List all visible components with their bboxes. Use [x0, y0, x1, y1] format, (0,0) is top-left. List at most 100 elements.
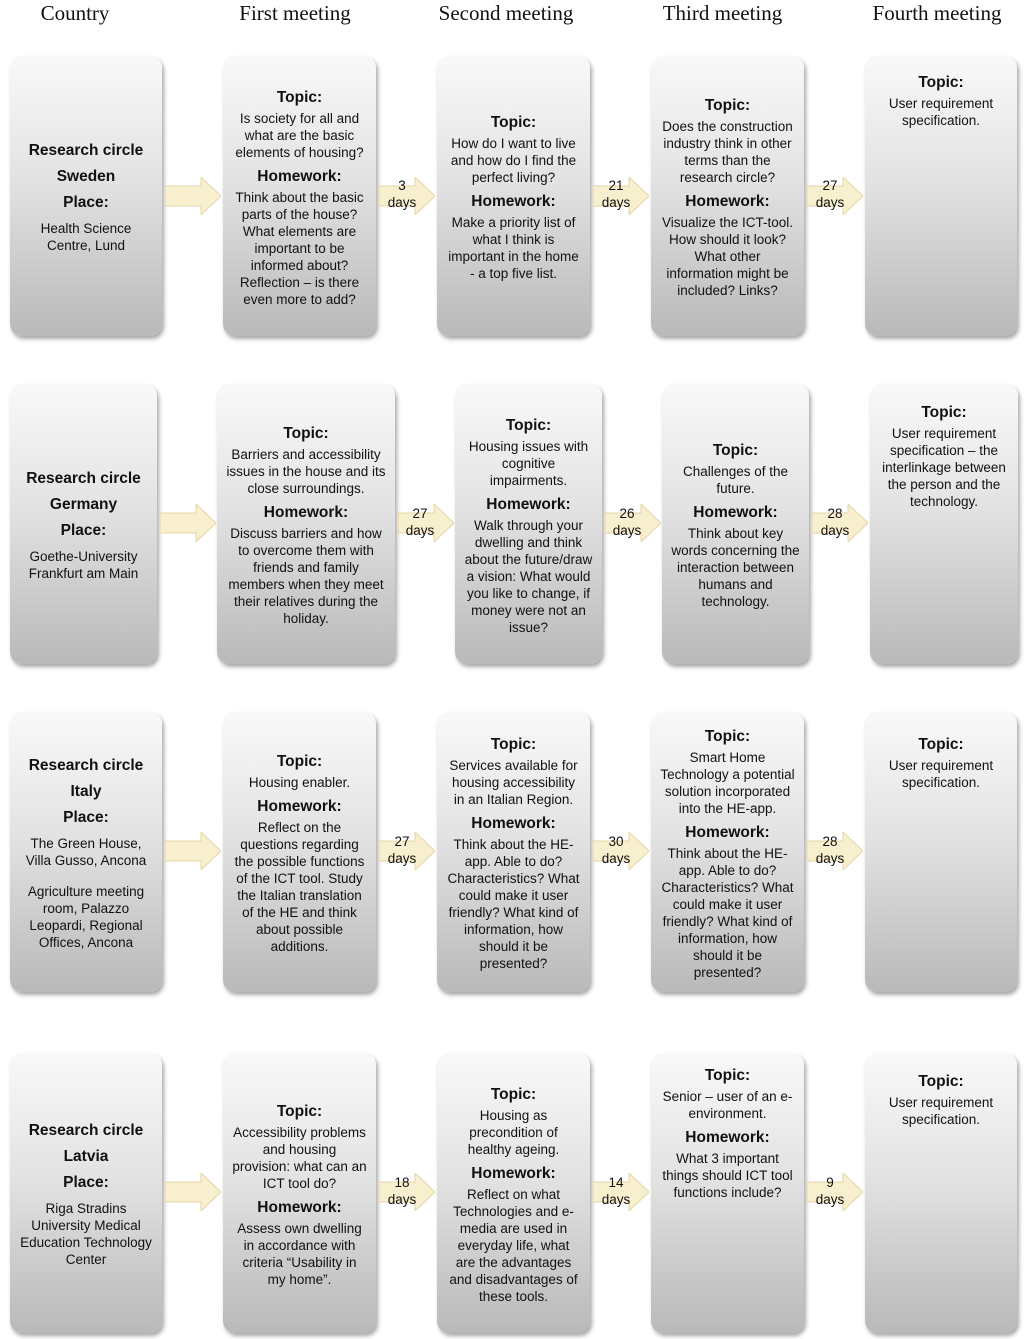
gap-label: 21 days [588, 177, 644, 211]
homework-label: Homework: [263, 504, 349, 521]
topic-label: Topic: [918, 736, 964, 753]
gap-days-unit: days [815, 195, 845, 210]
homework-label: Homework: [471, 193, 556, 210]
country-name: Germany [49, 496, 118, 513]
topic-text: Challenges of the future. [682, 464, 789, 496]
place-text: The Green House, Villa Gusso, Ancona [25, 836, 147, 868]
gap-arrow [592, 830, 650, 872]
arrow-right-icon [592, 175, 650, 217]
gap-days-unit: days [387, 851, 417, 866]
topic-label: Topic: [283, 425, 329, 442]
topic-text: User requirement specification. [888, 1095, 994, 1127]
meeting-card-sweden-1: Topic: Is society for all and what are t… [223, 56, 376, 336]
research-circle-label: Research circle [28, 757, 144, 774]
topic-text: Is society for all and what are the basi… [235, 110, 364, 160]
meeting-card-italy-1: Topic: Housing enabler. Homework: Reflec… [223, 712, 376, 992]
meeting-card-italy-2: Topic: Services available for housing ac… [437, 712, 590, 992]
homework-label: Homework: [486, 495, 571, 513]
research-circle-label: Research circle [28, 142, 144, 159]
meeting-card-germany-1: Topic: Barriers and accessibility issues… [217, 384, 395, 664]
topic-label: Topic: [276, 753, 323, 770]
topic-text: Services available for housing accessibi… [449, 758, 578, 807]
meeting-card-germany-3: Topic: Challenges of the future. Homewor… [662, 384, 809, 664]
flow-arrow [159, 502, 217, 544]
homework-text: Make a priority list of what I think is … [448, 215, 579, 281]
header-third-meeting: Third meeting [662, 1, 783, 25]
gap-label: 27 days [802, 177, 858, 211]
header-fourth-meeting: Fourth meeting [872, 1, 1002, 25]
place-text: Riga Stradins University Medical Educati… [20, 1201, 152, 1267]
gap-arrow [592, 1171, 650, 1213]
gap-arrow [378, 1171, 436, 1213]
gap-days-unit: days [601, 195, 631, 210]
homework-text: Walk through your dwelling and think abo… [464, 517, 593, 635]
meeting-card-latvia-4: Topic: User requirement specification. [865, 1053, 1017, 1333]
gap-days-number: 26 [619, 506, 635, 521]
place-label: Place: [63, 194, 109, 211]
arrow-right-icon [164, 175, 222, 217]
header-country: Country [40, 1, 110, 25]
homework-text: Visualize the ICT-tool. How should it lo… [661, 215, 794, 298]
homework-text: Think about the HE-app. Able to do? Char… [447, 837, 580, 971]
arrow-right-icon [397, 502, 455, 544]
meeting-card-germany-4: Topic: User requirement specification – … [870, 384, 1018, 664]
topic-text: Smart Home Technology a potential soluti… [660, 749, 795, 816]
gap-arrow [592, 175, 650, 217]
place-label: Place: [63, 809, 109, 826]
gap-days-number: 14 [608, 1175, 624, 1190]
arrow-right-icon [378, 830, 436, 872]
gap-days-number: 28 [822, 834, 838, 849]
topic-label: Topic: [712, 442, 759, 459]
topic-label: Topic: [505, 416, 552, 434]
gap-days-unit: days [387, 195, 417, 210]
gap-arrow [397, 502, 455, 544]
gap-days-unit: days [815, 851, 845, 866]
gap-arrow [378, 175, 436, 217]
topic-text: Does the construction industry think in … [662, 119, 793, 185]
gap-days-number: 21 [608, 178, 624, 193]
gap-days-unit: days [815, 1192, 845, 1207]
topic-label: Topic: [276, 88, 323, 106]
meeting-card-sweden-4: Topic: User requirement specification. [865, 56, 1017, 336]
topic-text: Housing as precondition of healthy agein… [467, 1107, 560, 1157]
topic-label: Topic: [490, 1085, 537, 1103]
gap-days-unit: days [601, 851, 631, 866]
topic-label: Topic: [276, 1102, 323, 1120]
header-second-meeting: Second meeting [438, 1, 574, 25]
arrow-right-icon [378, 175, 436, 217]
homework-text: Reflect on what Technologies and e-media… [449, 1186, 578, 1304]
gap-arrow [811, 502, 869, 544]
homework-text: Assess own dwelling in accordance with c… [237, 1220, 362, 1287]
topic-text: User requirement specification – the int… [882, 426, 1006, 509]
arrow-right-icon [806, 175, 864, 217]
research-circle-label: Research circle [26, 470, 141, 487]
arrow-right-icon [806, 830, 864, 872]
research-circle-label: Research circle [28, 1122, 144, 1139]
flow-arrow [164, 1171, 222, 1213]
flow-arrow [164, 175, 222, 217]
topic-text: Housing enabler. [248, 775, 351, 790]
arrow-right-icon [164, 1171, 222, 1213]
gap-days-number: 3 [398, 178, 406, 193]
place-text-secondary: Agriculture meeting room, Palazzo Leopar… [27, 884, 145, 950]
gap-days-unit: days [405, 523, 435, 538]
gap-days-number: 28 [827, 506, 843, 521]
homework-label: Homework: [257, 1198, 342, 1216]
homework-text: Reflect on the questions regarding the p… [234, 820, 365, 954]
place-text: Goethe-University Frankfurt am Main [28, 549, 139, 581]
topic-text: Accessibility problems and housing provi… [232, 1124, 367, 1191]
topic-label: Topic: [490, 736, 537, 753]
gap-days-unit: days [387, 1192, 417, 1207]
topic-label: Topic: [918, 1073, 964, 1090]
gap-days-unit: days [820, 523, 850, 538]
arrow-right-icon [378, 1171, 436, 1213]
gap-days-number: 27 [822, 178, 838, 193]
topic-label: Topic: [704, 1067, 751, 1084]
country-name: Italy [70, 783, 102, 800]
homework-label: Homework: [685, 823, 770, 841]
country-card-italy: Research circle Italy Place: The Green H… [10, 712, 162, 992]
gap-arrow [604, 502, 662, 544]
